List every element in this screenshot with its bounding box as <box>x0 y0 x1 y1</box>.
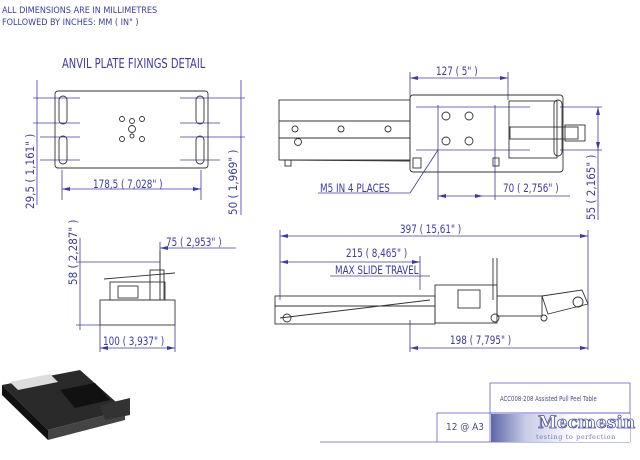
dim-base-width: 100 ( 3,937" ) <box>103 334 165 348</box>
dim-plate-width: 127 ( 5" ) <box>436 64 478 78</box>
part-outlines <box>54 90 589 326</box>
anvil-detail-title: ANVIL PLATE FIXINGS DETAIL <box>62 57 206 72</box>
logo-tagline: testing to perfection <box>536 433 616 441</box>
dim-slide-travel: 215 ( 8,465" ) <box>346 246 408 260</box>
units-note-line2: FOLLOWED BY INCHES: MM ( IN" ) <box>2 18 139 28</box>
dim-side-offset: 75 ( 2,953" ) <box>166 235 222 249</box>
dim-side-height: 58 ( 2,287" ) <box>66 219 80 285</box>
mecmesin-logo <box>491 414 630 442</box>
dimension-lines <box>33 72 602 352</box>
isometric-thumbnail <box>2 370 130 440</box>
callout-m5: M5 IN 4 PLACES <box>320 181 390 195</box>
logo-company: Mecmesin <box>538 413 636 434</box>
dim-hole-pitch: 70 ( 2,756" ) <box>503 181 559 195</box>
dim-height-total: 55 ( 2,165" ) <box>584 154 598 220</box>
dim-anvil-width: 178,5 ( 7,028" ) <box>93 177 163 191</box>
scale-sheet: 12 @ A3 <box>446 422 485 433</box>
callout-max-slide: MAX SLIDE TRAVEL <box>335 263 419 277</box>
dim-anvil-slot-pitch: 29,5 ( 1,161" ) <box>23 133 37 209</box>
dim-anvil-height: 50 ( 1,969" ) <box>226 149 240 215</box>
units-note-line1: ALL DIMENSIONS ARE IN MILLIMETRES <box>2 6 158 16</box>
title-block-frame <box>320 382 631 443</box>
drawing-title: ACC008-208 Assisted Pull Peel Table <box>500 395 597 403</box>
dimension-arrows <box>62 76 600 350</box>
dim-carriage-length: 198 ( 7,795" ) <box>450 333 512 347</box>
dim-overall-length: 397 ( 15,61" ) <box>400 222 462 236</box>
